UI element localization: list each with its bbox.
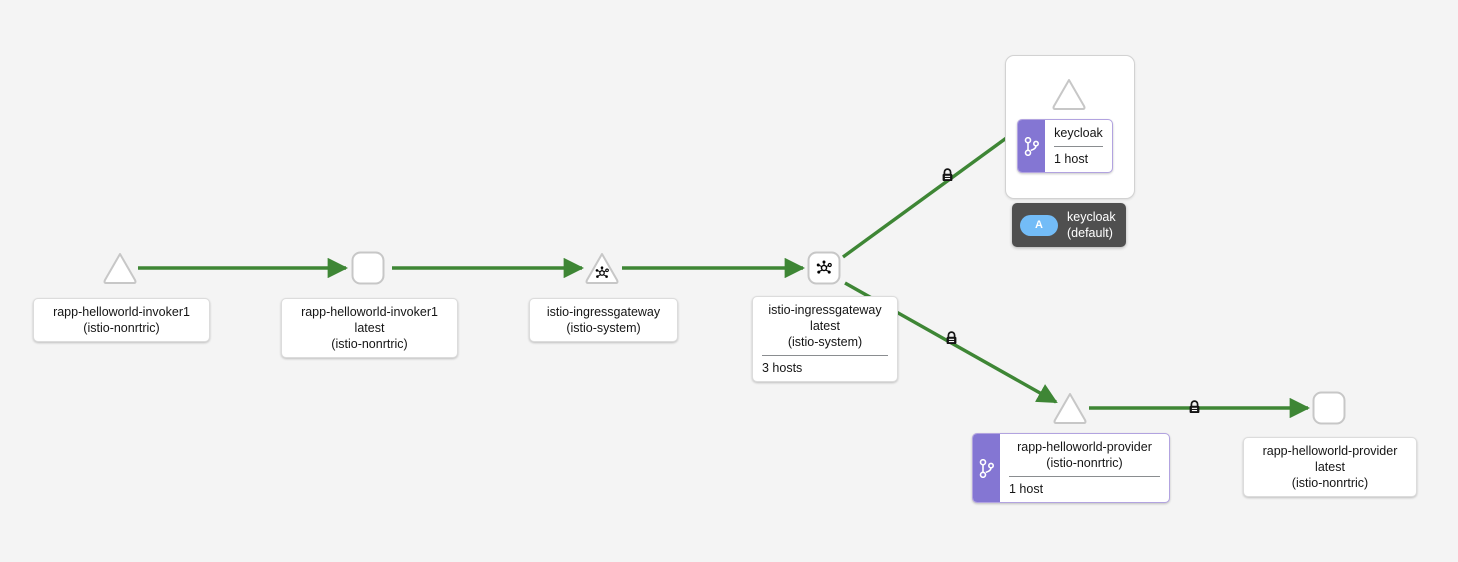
node-keycloak-app[interactable] xyxy=(1051,76,1087,112)
node-label-istio-ingressgateway-workload[interactable]: istio-ingressgateway latest (istio-syste… xyxy=(752,296,898,382)
label-line: (istio-system) xyxy=(787,335,863,349)
label-title: istio-ingressgateway (istio-system) xyxy=(539,304,668,336)
app-triangle-icon xyxy=(103,253,137,284)
label-line: rapp-helloworld-invoker1 xyxy=(301,305,438,319)
node-istio-ingressgateway-app[interactable] xyxy=(584,250,620,286)
label-body: rapp-helloworld-invoker1 (istio-nonrtric… xyxy=(34,299,209,341)
edge-lock-keycloak xyxy=(941,168,954,182)
tooltip-badge-app: A xyxy=(1020,214,1058,236)
edge-lock-provider-workload xyxy=(1188,400,1201,414)
node-label-rapp-helloworld-invoker1-workload[interactable]: rapp-helloworld-invoker1 latest (istio-n… xyxy=(281,298,458,358)
label-title: istio-ingressgateway latest (istio-syste… xyxy=(762,302,888,350)
service-star-icon xyxy=(585,253,619,284)
tooltip-line: (default) xyxy=(1067,226,1113,240)
label-line: latest xyxy=(354,321,385,335)
label-body: rapp-helloworld-provider latest (istio-n… xyxy=(1244,438,1416,496)
label-body: keycloak 1 host xyxy=(1045,120,1112,172)
label-body: rapp-helloworld-provider (istio-nonrtric… xyxy=(1000,434,1169,502)
edge-lock-provider-app xyxy=(945,331,958,345)
label-host-count: 1 host xyxy=(1054,152,1089,166)
label-body: rapp-helloworld-invoker1 latest (istio-n… xyxy=(282,299,457,357)
label-host-count: 3 hosts xyxy=(762,361,803,375)
node-rapp-helloworld-provider-app[interactable] xyxy=(1052,390,1088,426)
label-separator xyxy=(1054,146,1103,147)
label-line: istio-ingressgateway xyxy=(546,305,661,319)
workload-square-icon xyxy=(351,251,385,285)
node-rapp-helloworld-invoker1-workload[interactable] xyxy=(350,250,386,286)
node-label-istio-ingressgateway-app[interactable]: istio-ingressgateway (istio-system) xyxy=(529,298,678,342)
label-title: rapp-helloworld-invoker1 latest (istio-n… xyxy=(291,304,448,352)
node-istio-ingressgateway-workload[interactable] xyxy=(806,250,842,286)
label-title: keycloak xyxy=(1054,125,1103,141)
label-body: istio-ingressgateway latest (istio-syste… xyxy=(753,297,897,381)
app-triangle-icon xyxy=(1053,393,1087,424)
label-title: rapp-helloworld-provider latest (istio-n… xyxy=(1253,443,1407,491)
workload-square-icon xyxy=(1312,391,1346,425)
node-label-keycloak-app[interactable]: keycloak 1 host xyxy=(1017,119,1113,173)
label-host-count: 1 host xyxy=(1009,482,1044,496)
label-line: (istio-nonrtric) xyxy=(1291,476,1369,490)
app-triangle-icon xyxy=(1052,79,1086,110)
lock-icon xyxy=(1189,400,1200,413)
label-title: rapp-helloworld-provider (istio-nonrtric… xyxy=(1009,439,1160,471)
badge-strip xyxy=(973,434,1000,502)
label-separator xyxy=(1009,476,1160,477)
tooltip-text: keycloak (default) xyxy=(1067,209,1116,241)
label-line: keycloak xyxy=(1054,126,1103,140)
label-line: latest xyxy=(1315,460,1345,474)
code-branch-icon xyxy=(979,458,994,478)
label-separator xyxy=(762,355,888,356)
code-branch-icon xyxy=(1024,136,1039,156)
label-line: (istio-system) xyxy=(566,321,641,335)
badge-strip xyxy=(1018,120,1045,172)
node-label-rapp-helloworld-provider-workload[interactable]: rapp-helloworld-provider latest (istio-n… xyxy=(1243,437,1417,497)
node-label-rapp-helloworld-invoker1-app[interactable]: rapp-helloworld-invoker1 (istio-nonrtric… xyxy=(33,298,210,342)
label-line: (istio-nonrtric) xyxy=(83,321,160,335)
label-line: rapp-helloworld-provider xyxy=(1017,440,1152,454)
node-rapp-helloworld-provider-workload[interactable] xyxy=(1311,390,1347,426)
service-star-icon xyxy=(807,251,841,285)
node-rapp-helloworld-invoker1-app[interactable] xyxy=(102,250,138,286)
keycloak-tooltip[interactable]: A keycloak (default) xyxy=(1012,203,1126,247)
lock-icon xyxy=(942,168,953,181)
node-label-rapp-helloworld-provider-app[interactable]: rapp-helloworld-provider (istio-nonrtric… xyxy=(972,433,1170,503)
label-line: rapp-helloworld-provider xyxy=(1262,444,1398,458)
label-line: (istio-nonrtric) xyxy=(331,337,408,351)
label-body: istio-ingressgateway (istio-system) xyxy=(530,299,677,341)
label-line: istio-ingressgateway xyxy=(768,303,882,317)
label-title: rapp-helloworld-invoker1 (istio-nonrtric… xyxy=(43,304,200,336)
label-line: (istio-nonrtric) xyxy=(1046,456,1123,470)
label-line: latest xyxy=(810,319,840,333)
label-line: rapp-helloworld-invoker1 xyxy=(53,305,190,319)
tooltip-line: keycloak xyxy=(1067,210,1116,224)
lock-icon xyxy=(946,331,957,344)
